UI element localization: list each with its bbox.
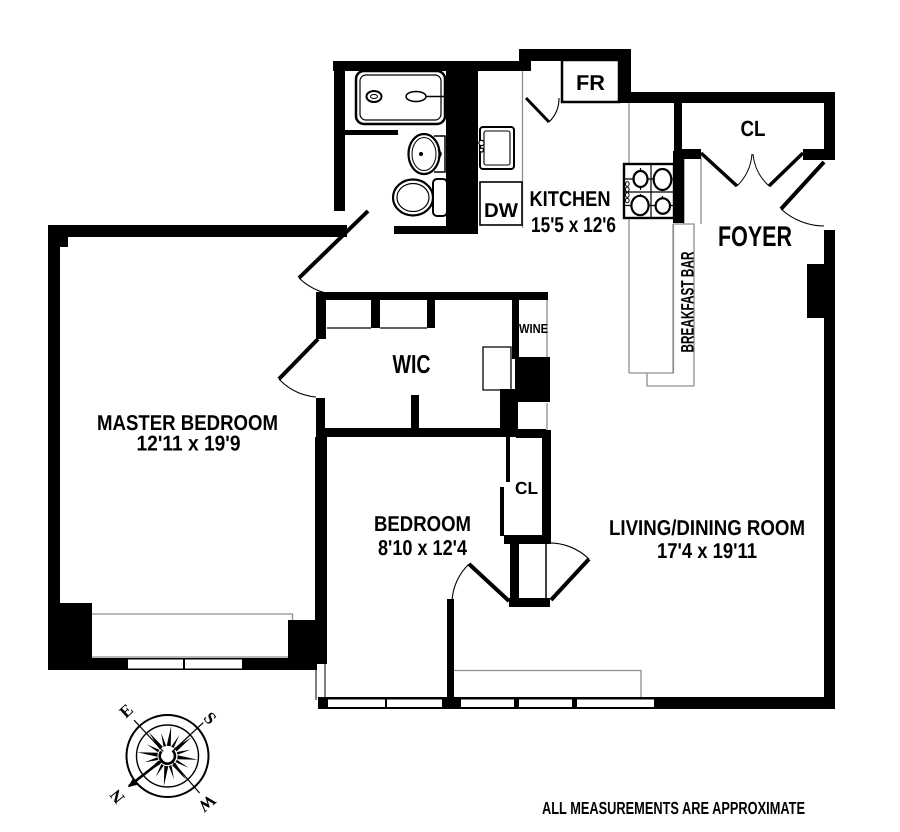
svg-text:WINE: WINE [519,321,548,336]
svg-text:15'5 x 12'6: 15'5 x 12'6 [531,213,616,237]
svg-text:MASTER BEDROOM: MASTER BEDROOM [97,411,278,435]
svg-text:BREAKFAST BAR: BREAKFAST BAR [678,252,698,353]
svg-text:WIC: WIC [393,349,431,379]
svg-text:BEDROOM: BEDROOM [374,512,471,536]
svg-text:CL: CL [741,116,766,141]
svg-text:8'10 x 12'4: 8'10 x 12'4 [378,536,467,560]
svg-text:ALL MEASUREMENTS ARE APPROXIMA: ALL MEASUREMENTS ARE APPROXIMATE [542,798,805,818]
svg-text:LIVING/DINING ROOM: LIVING/DINING ROOM [609,516,805,540]
svg-text:DW: DW [484,200,518,222]
svg-text:KITCHEN: KITCHEN [530,187,611,211]
svg-text:17'4 x 19'11: 17'4 x 19'11 [657,539,757,563]
svg-text:CL: CL [515,478,538,498]
svg-text:FOYER: FOYER [718,221,792,253]
svg-text:FR: FR [576,71,605,95]
svg-text:12'11 x 19'9: 12'11 x 19'9 [137,432,241,456]
